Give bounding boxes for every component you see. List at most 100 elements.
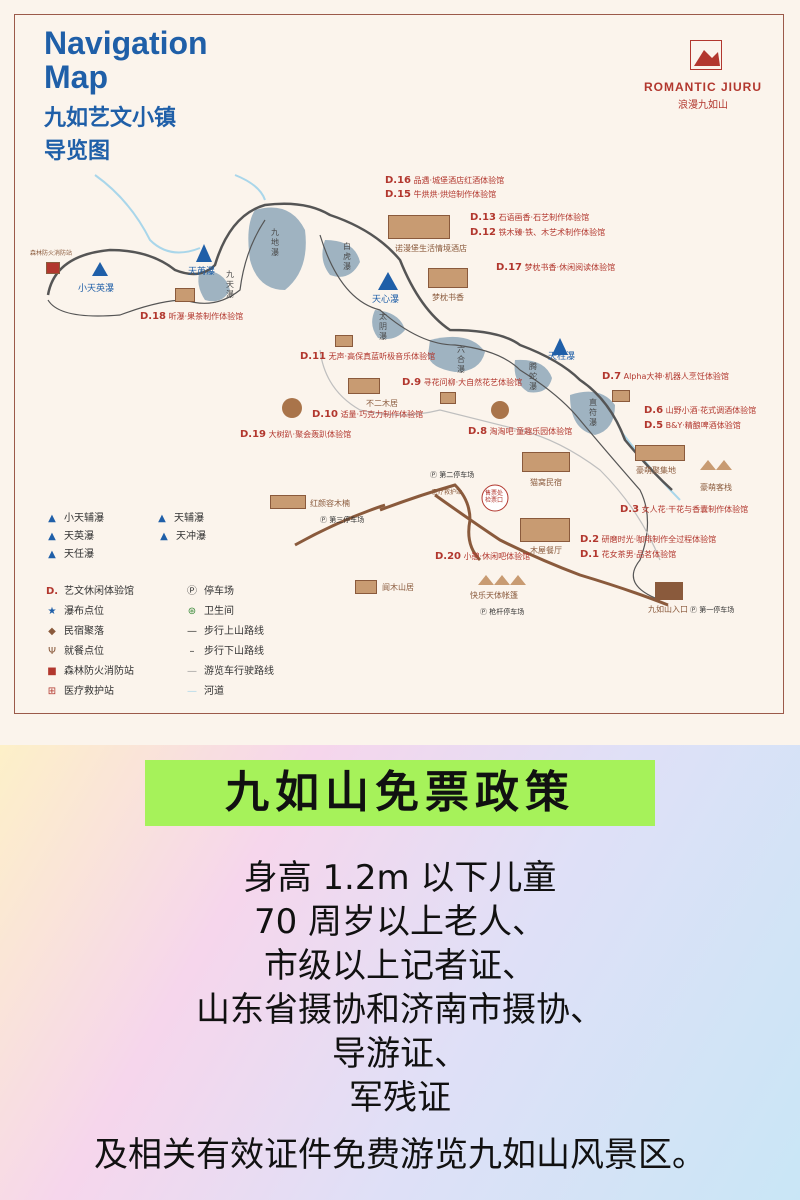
place-tent: 快乐天体帐篷 bbox=[470, 591, 518, 600]
legend-row: ▲天英瀑▲天冲瀑 bbox=[48, 531, 206, 542]
tent bbox=[510, 575, 526, 585]
map-panel: Navigation Map 九如艺文小镇 导览图 ROMANTIC JIURU… bbox=[0, 0, 800, 745]
policy-line: 及相关有效证件免费游览九如山风景区。 bbox=[94, 1135, 706, 1175]
fall-marker bbox=[378, 272, 398, 290]
pond-jiu-di: 九地瀑 bbox=[271, 228, 279, 257]
place-fire-station: 森林防火消防站 bbox=[30, 250, 73, 257]
entrance-gate bbox=[655, 582, 683, 600]
pond-bai-hu: 白虎瀑 bbox=[343, 242, 351, 271]
place-cafe: 木屋餐厅 bbox=[530, 546, 562, 555]
river bbox=[234, 174, 266, 201]
langmu-building bbox=[355, 580, 377, 594]
map-title-cn: 九如艺文小镇 导览图 bbox=[44, 102, 244, 168]
nest-building bbox=[522, 452, 570, 472]
map-title-cn-line2: 导览图 bbox=[44, 139, 111, 164]
logo-en: ROMANTIC JIURU bbox=[644, 80, 762, 94]
tent bbox=[700, 460, 716, 470]
policy-line: 山东省摄协和济南市摄协、 bbox=[196, 990, 604, 1030]
pond bbox=[428, 336, 485, 372]
parking-3: Ⓟ 第三停车场 bbox=[320, 516, 365, 524]
logo-cn: 浪漫九如山 bbox=[678, 100, 728, 111]
venue-d8: D.8 淘淘吧·童趣乐园体验馆 bbox=[468, 426, 573, 437]
place-haomeng-gather: 豪萌聚集地 bbox=[636, 466, 676, 475]
flower-building bbox=[440, 392, 456, 404]
place-langmu: 阆木山居 bbox=[382, 583, 414, 592]
robot-building bbox=[612, 390, 630, 402]
pond-liu-he: 六合瀑 bbox=[457, 345, 465, 374]
map-drawing bbox=[46, 50, 732, 607]
venue-d7: D.7 Alpha大神·机器人烹饪体验馆 bbox=[602, 371, 729, 382]
hotel-building bbox=[388, 215, 450, 239]
venue-d15: D.15 牛烘烘·烘焙制作体验馆 bbox=[385, 189, 497, 200]
road bbox=[379, 483, 482, 562]
pond-tai-yin: 太阴瀑 bbox=[379, 312, 387, 341]
map-frame bbox=[14, 14, 784, 714]
bus-route bbox=[319, 349, 661, 561]
pond-teng-she: 腾蛇瀑 bbox=[529, 362, 537, 391]
place-bu-er-mu: 不二木居 bbox=[366, 399, 398, 408]
tent bbox=[716, 460, 732, 470]
venue-d18: D.18 听瀑·果茶制作体验馆 bbox=[140, 311, 244, 322]
logo-mountain bbox=[694, 50, 720, 66]
place-hotel: 诺漫堡生活情境酒店 bbox=[395, 244, 467, 253]
legend-row: ★瀑布点位⊛卫生间 bbox=[47, 606, 234, 617]
venue-d10: D.10 适量·巧克力制作体验馆 bbox=[312, 409, 424, 420]
policy-line: 导游证、 bbox=[332, 1034, 468, 1074]
legend-falls: ▲小天辅瀑▲天辅瀑 ▲天英瀑▲天冲瀑 ▲天任瀑 bbox=[44, 512, 206, 562]
book-building bbox=[428, 268, 468, 288]
pond bbox=[198, 270, 230, 302]
tree bbox=[491, 401, 509, 419]
bu-er-mu-building bbox=[348, 378, 380, 394]
venue-d19: D.19 大树趴·聚会轰趴体验馆 bbox=[240, 429, 352, 440]
venue-d13: D.13 石语画香·石艺制作体验馆 bbox=[470, 212, 590, 223]
venue-d2: D.2 研磨时光·咖啡制作全过程体验馆 bbox=[580, 534, 717, 545]
venue-d1: D.1 花女茶男·品茗体验馆 bbox=[580, 549, 677, 560]
tree bbox=[282, 398, 302, 418]
venue-d11: D.11 无声·高保真蓝听极音乐体验馆 bbox=[300, 351, 436, 362]
fire-station bbox=[46, 262, 60, 274]
ticket-label: 售票处 检票口 bbox=[485, 490, 504, 504]
haomeng-building bbox=[635, 445, 685, 461]
pond bbox=[372, 310, 405, 339]
policy-line: 70 周岁以上老人、 bbox=[253, 902, 547, 942]
place-medical: 医疗救护站 bbox=[432, 489, 463, 496]
policy-line: 军残证 bbox=[349, 1078, 451, 1118]
cafe-building bbox=[520, 518, 570, 542]
tent bbox=[478, 575, 494, 585]
pond-jiu-tian: 九天瀑 bbox=[226, 270, 234, 299]
legend-row: ■森林防火消防站—游览车行驶路线 bbox=[47, 666, 274, 677]
fall-marker bbox=[196, 244, 212, 262]
ticket-marker bbox=[481, 484, 509, 512]
fall-marker bbox=[552, 338, 568, 355]
venue-d12: D.12 铁木臻·铁、木艺术制作体验馆 bbox=[470, 227, 606, 238]
map-title-en: Navigation Map bbox=[44, 25, 208, 95]
pond-zhi-fu: 直符瀑 bbox=[589, 398, 597, 427]
policy-title: 九如山免票政策 bbox=[145, 760, 655, 826]
policy-line: 市级以上记者证、 bbox=[264, 946, 536, 986]
pond bbox=[514, 359, 552, 393]
fall-marker bbox=[92, 262, 108, 276]
tent bbox=[494, 575, 510, 585]
place-nest: 猫窝民宿 bbox=[530, 478, 562, 487]
pond bbox=[248, 207, 306, 290]
venue-d3: D.3 女人花·干花与香囊制作体验馆 bbox=[620, 504, 749, 515]
parking-2: Ⓟ 第二停车场 bbox=[430, 471, 475, 479]
legend-row: ▲天任瀑 bbox=[48, 549, 94, 560]
place-hongyan: 红颜容木楠 bbox=[310, 499, 350, 508]
parking-1: Ⓟ 第一停车场 bbox=[690, 606, 735, 614]
tea-building bbox=[175, 288, 195, 302]
map-title-cn-line1: 九如艺文小镇 bbox=[44, 106, 177, 131]
place-entrance: 九如山入口 bbox=[648, 605, 688, 614]
place-dream-book: 梦枕书香 bbox=[432, 293, 464, 302]
venue-d20: D.20 小憩·休闲吧体验馆 bbox=[435, 551, 531, 562]
venue-d5: D.5 B&Y·精酿啤酒体验馆 bbox=[644, 420, 741, 431]
trail-up bbox=[46, 202, 673, 491]
parking-4: Ⓟ 枪杆停车场 bbox=[480, 608, 525, 616]
fall-tian-zhu: 天柱瀑 bbox=[548, 352, 576, 362]
place-haomeng-inn: 豪萌客栈 bbox=[700, 483, 732, 492]
policy-line: 身高 1.2m 以下儿童 bbox=[243, 858, 557, 898]
pond bbox=[322, 240, 360, 277]
